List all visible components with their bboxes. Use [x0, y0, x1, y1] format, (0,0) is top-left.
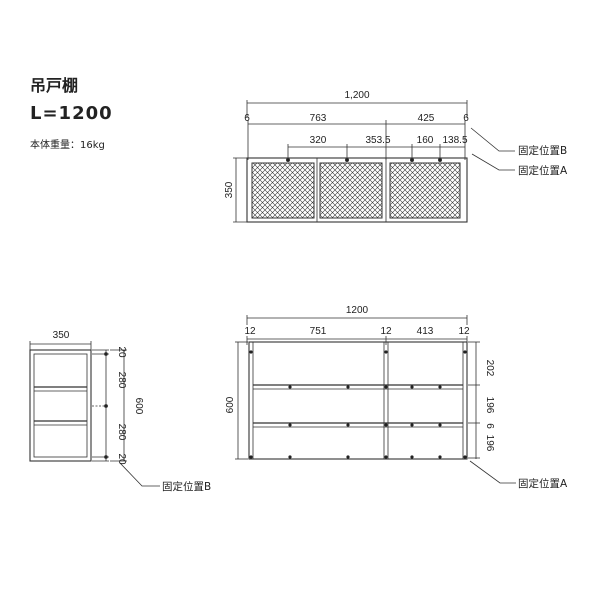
side-fix-b-label: 固定位置B: [162, 480, 211, 493]
plan-bay-left: 751: [310, 326, 327, 337]
front-edge-right: 6: [463, 113, 469, 124]
plan-edge-right: 12: [458, 326, 470, 337]
plan-total-width: 1200: [346, 305, 369, 316]
front-fix-a-label: 固定位置A: [518, 164, 568, 177]
front-door-left: 763: [310, 113, 327, 124]
side-shelf-2: 280: [116, 424, 127, 441]
front-fix-2: 353.5: [365, 135, 390, 146]
plan-view-dimensions: 1200 12 751 12 413 12 600 202 196 6 196 …: [225, 305, 568, 490]
body-weight: 本体重量：16kg: [30, 140, 105, 151]
plan-view: [235, 315, 516, 484]
side-view-dimensions: 350 20 280 280 20 600 固定位置B: [53, 330, 212, 493]
front-height: 350: [224, 181, 235, 198]
plan-row-edge: 6: [484, 423, 495, 429]
plan-mid-gap: 12: [380, 326, 392, 337]
front-door-right: 425: [418, 113, 435, 124]
side-height: 600: [133, 398, 144, 415]
side-view: [29, 341, 160, 487]
front-total-width: 1,200: [344, 90, 369, 101]
front-fix-b-label: 固定位置B: [518, 144, 567, 157]
plan-height: 600: [225, 396, 236, 413]
plan-edge-left: 12: [244, 326, 256, 337]
front-edge-left: 6: [244, 113, 250, 124]
plan-row-1: 202: [484, 360, 495, 377]
front-view: [233, 100, 515, 223]
plan-fix-a-label: 固定位置A: [518, 477, 568, 490]
front-fix-3: 160: [417, 135, 434, 146]
plan-fixing-points: [249, 350, 467, 459]
side-depth: 350: [53, 330, 70, 341]
front-fix-1: 320: [310, 135, 327, 146]
front-view-dimensions: 1,200 6 763 425 6 320 353.5 160 138.5 35…: [224, 90, 568, 198]
side-shelf-1: 280: [116, 372, 127, 389]
plan-row-2: 196: [484, 397, 495, 414]
model-size: L=1200: [30, 103, 113, 124]
side-bottom-gap: 20: [116, 453, 127, 465]
plan-bay-right: 413: [417, 326, 434, 337]
plan-row-3: 196: [484, 435, 495, 452]
product-title: 吊戸棚: [30, 76, 79, 95]
side-top-gap: 20: [116, 346, 127, 358]
front-fix-4: 138.5: [442, 135, 467, 146]
